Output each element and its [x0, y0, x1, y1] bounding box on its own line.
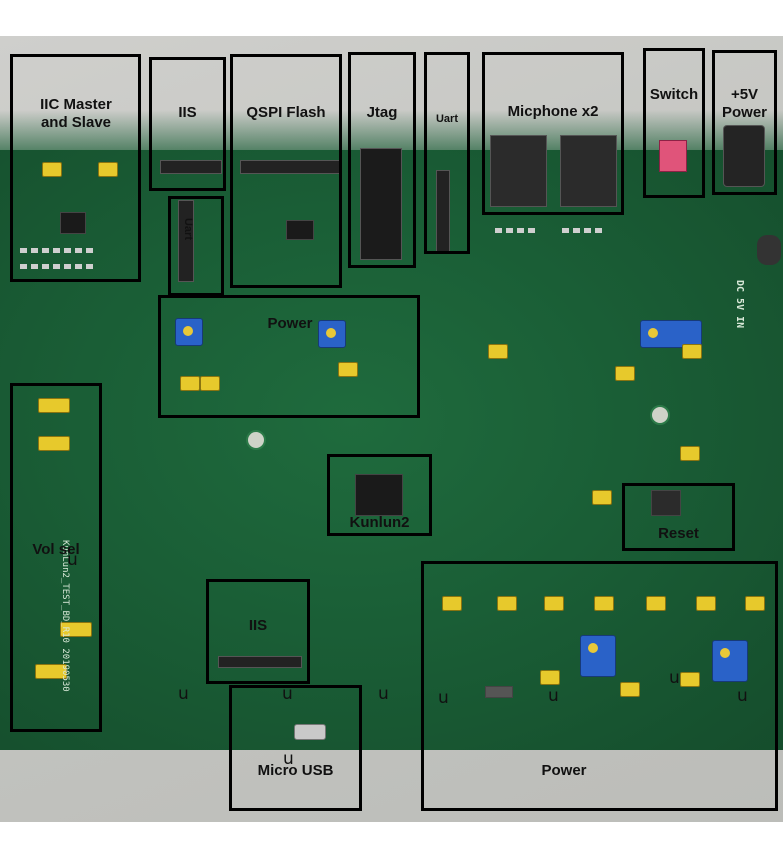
iis-header — [160, 160, 222, 174]
jumper — [745, 596, 765, 611]
jumper — [544, 596, 564, 611]
mic-jack-1 — [490, 135, 547, 207]
smd-components — [20, 256, 97, 269]
smd-components — [562, 220, 606, 233]
jumper — [620, 682, 640, 697]
u-mark: u — [438, 688, 449, 708]
u-mark: u — [283, 749, 294, 769]
power5v-box — [712, 50, 777, 195]
reset-button-part — [651, 490, 681, 516]
switch-label: Switch — [649, 86, 699, 103]
power-bottom-label: Power — [541, 762, 587, 779]
iis-top-box — [149, 57, 226, 191]
jumper — [680, 446, 700, 461]
mic-box — [482, 52, 624, 215]
potentiometer — [712, 640, 748, 682]
jumper — [180, 376, 200, 391]
mount-hole — [650, 405, 670, 425]
potentiometer — [640, 320, 702, 348]
jtag-label: Jtag — [366, 104, 398, 121]
switch-box — [643, 48, 705, 198]
capacitor — [757, 235, 781, 265]
mic-jack-2 — [560, 135, 617, 207]
iis-top-label: IIS — [178, 104, 197, 121]
dc-in-silkscreen: DC 5V IN — [734, 280, 745, 329]
jumper — [442, 596, 462, 611]
u-mark: u — [282, 684, 293, 704]
iis-bottom-header — [218, 656, 302, 668]
jumper — [60, 622, 92, 637]
smd-components — [495, 220, 539, 233]
micro-usb-label: Micro USB — [257, 762, 334, 779]
u-mark: u — [378, 684, 389, 704]
jumper — [592, 490, 612, 505]
uart-side-box — [168, 196, 224, 296]
dc-jack — [723, 125, 765, 187]
potentiometer — [175, 318, 203, 346]
jumper — [338, 362, 358, 377]
jumper — [38, 436, 70, 451]
jumper — [615, 366, 635, 381]
jumper — [646, 596, 666, 611]
u-mark: u — [548, 686, 559, 706]
flash-chip — [286, 220, 314, 240]
kunlun-label: Kunlun2 — [349, 514, 410, 531]
power5v-label: +5V Power — [721, 86, 767, 121]
jumper — [594, 596, 614, 611]
iic-box — [10, 54, 141, 282]
kunlun-chip — [355, 474, 403, 516]
smd-components — [20, 240, 97, 253]
u-mark: u — [67, 550, 78, 570]
jumper — [488, 344, 508, 359]
uart-side-label: Uart — [182, 217, 194, 240]
reset-label: Reset — [658, 525, 699, 542]
u-mark: u — [178, 684, 189, 704]
jumper — [680, 672, 700, 687]
vol-sel-box — [10, 383, 102, 732]
uart-top-box — [424, 52, 470, 254]
potentiometer — [580, 635, 616, 677]
power-bottom-box — [421, 561, 778, 811]
jumper — [682, 344, 702, 359]
jumper — [497, 596, 517, 611]
potentiometer — [318, 320, 346, 348]
power-mid-label: Power — [267, 315, 313, 332]
mic-label: Micphone x2 — [507, 103, 599, 120]
qspi-label: QSPI Flash — [246, 104, 326, 121]
mount-hole — [246, 430, 266, 450]
jumper — [98, 162, 118, 177]
jumper — [696, 596, 716, 611]
iic-chip — [60, 212, 86, 234]
jumper — [35, 664, 67, 679]
reset-box — [622, 483, 735, 551]
u-mark: u — [737, 686, 748, 706]
power-mid-box — [158, 295, 420, 418]
u-mark: u — [669, 668, 680, 688]
power-switch — [659, 140, 687, 172]
vol-sel-label: Vol sel — [32, 541, 80, 558]
micro-usb-box — [229, 685, 362, 811]
jumper — [38, 398, 70, 413]
qspi-box — [230, 54, 342, 288]
usb-connector — [294, 724, 326, 740]
iis-bottom-box — [206, 579, 310, 684]
jumper — [42, 162, 62, 177]
uart-top-label: Uart — [435, 113, 458, 125]
slide-switch — [485, 686, 513, 698]
kunlun-box — [327, 454, 432, 536]
iic-label: IIC Master and Slave — [40, 96, 112, 131]
jtag-box — [348, 52, 416, 268]
jumper — [200, 376, 220, 391]
jumper — [540, 670, 560, 685]
iis-bottom-label: IIS — [248, 617, 268, 634]
jtag-connector — [360, 148, 402, 260]
uart-side-header — [178, 200, 194, 282]
